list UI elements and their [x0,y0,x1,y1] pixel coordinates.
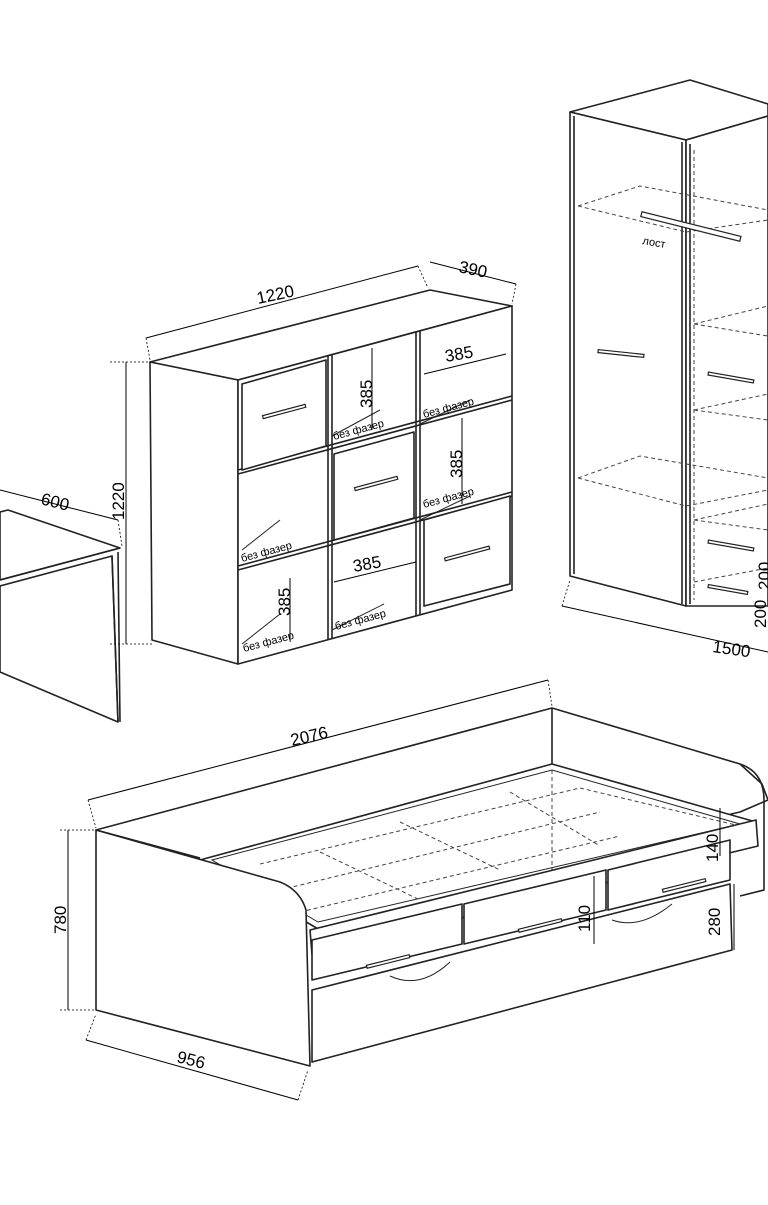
bed-drawer-handle-2 [517,917,563,933]
bed-drawer-handle-1 [365,953,411,969]
shelf-handle-3 [443,545,491,562]
wardrobe-side-dim-2: 200 [751,600,768,628]
bed: 2076 956 780 140 110 280 [51,679,768,1101]
bed-drawer-2 [463,869,607,945]
wardrobe-handle-2 [707,371,755,384]
bed-drawer-handle-3 [661,877,707,893]
shelf-dim-385-b: 385 [443,342,474,366]
shelf-height-label: 1220 [109,482,128,520]
wardrobe-door-handle [597,348,645,359]
bed-width-label: 956 [175,1047,207,1072]
shelf-door-3 [423,495,511,607]
wardrobe-left-door [569,111,687,607]
wardrobe-rod-label: лост [641,235,666,251]
shelf-dim-385-c: 385 [447,450,466,478]
shelf-dim-385-d: 385 [351,552,382,576]
shelf-width-label: 1220 [255,281,296,307]
wardrobe-handle-3 [707,539,755,552]
shelf-door-1 [241,359,327,471]
bed-end-panel [95,829,311,1067]
wardrobe-side-dim-1: 200 [755,562,768,590]
bed-drawer-1 [311,903,463,981]
desk-side [0,555,119,723]
bed-height-label: 780 [51,906,70,934]
bed-base-label: 280 [705,908,724,936]
wardrobe-rod [640,210,742,242]
wardrobe: лост 200 200 1500 [561,79,768,661]
shelf-side [149,361,239,665]
bed-drawer-3 [607,839,731,911]
bed-drawer-label: 110 [575,905,594,932]
shelf-dim-385-a: 385 [357,380,376,408]
wardrobe-right-section [685,115,768,607]
shelf-handle-1 [261,403,307,420]
shelf-depth-label: 390 [457,257,489,281]
wardrobe-handle-4 [707,583,749,596]
desk: 600 [0,489,123,723]
bed-length-label: 2076 [289,723,330,750]
wardrobe-width-label: 1500 [711,637,751,661]
shelf-handle-2 [353,475,399,492]
shelf-dim-385-e: 385 [275,588,294,616]
shelf-unit: 1220 390 1220 385 385 385 385 385 без фа… [109,257,517,665]
bed-base-drawer [311,883,733,1063]
desk-depth-label: 600 [39,489,71,514]
bed-rail-label: 140 [703,834,722,862]
